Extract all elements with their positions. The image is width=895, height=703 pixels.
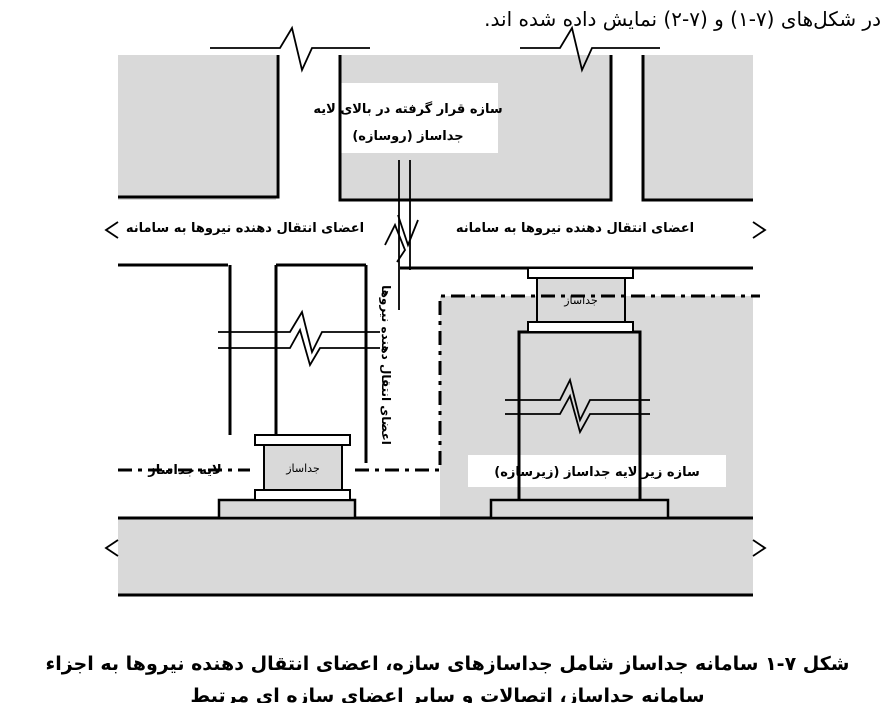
superstructure-label-line2: جداساز (روسازه) [352, 129, 463, 144]
substructure-label-box [468, 455, 726, 487]
figure-caption-line1: شکل ۷-۱ سامانه جداساز شامل جداسازهای ساز… [45, 653, 850, 675]
left-pedestal [217, 498, 357, 520]
base-slab [118, 518, 753, 595]
isolator-label-top: جداساز [563, 294, 598, 307]
superstructure-label-line1: سازه قرار گرفته در بالای لایه [313, 101, 502, 117]
break-lines [104, 25, 767, 557]
isolation-layer-label: لایه جداساز [147, 463, 221, 478]
right-pedestal [489, 498, 670, 520]
upper-middle-column [338, 55, 613, 202]
superstructure-label-box [317, 83, 498, 153]
upper-slab-right [643, 55, 753, 200]
isolator-label-bottom: جداساز [285, 462, 320, 475]
upper-slab-left [118, 55, 276, 200]
transfer-members-label-right: اعضای انتقال دهنده نیروها به سامانه [456, 221, 694, 236]
isolator-bearings [254, 267, 634, 501]
transfer-members-label-left: اعضای انتقال دهنده نیروها به سامانه [126, 221, 364, 236]
upper-left-column [118, 55, 280, 199]
upper-right-column [641, 55, 753, 202]
isolation-layer-line [118, 294, 760, 472]
figure-caption-line2: سامانه جداساز، اتصالات و سایر اعضای سازه… [190, 685, 705, 703]
substructure-label: سازه زیر لایه جداساز (زیرسازه) [494, 465, 699, 480]
transfer-members-label-vertical: اعضای انتقال دهنده نیروها [378, 285, 393, 445]
pedestals [217, 498, 670, 520]
intro-text: در شکل‌های (۷-۱) و (۷-۲) نمایش داده شده … [484, 7, 881, 31]
